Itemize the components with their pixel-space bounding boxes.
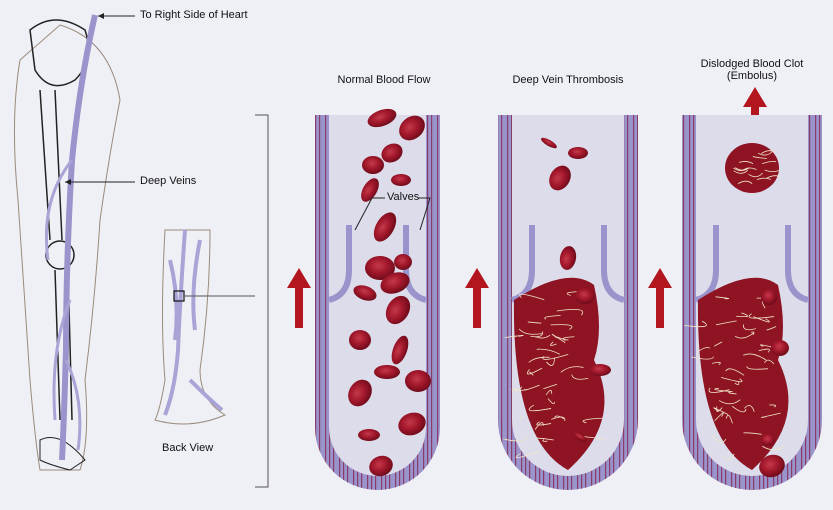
red-blood-cell bbox=[358, 429, 380, 441]
red-blood-cell bbox=[362, 156, 384, 174]
red-blood-cell bbox=[405, 370, 431, 392]
red-blood-cell bbox=[374, 365, 400, 379]
red-blood-cell bbox=[349, 330, 371, 350]
red-blood-cell bbox=[771, 340, 789, 356]
panel-title-embolus: Dislodged Blood Clot (Embolus) bbox=[701, 58, 804, 82]
panel-title-dvt: Deep Vein Thrombosis bbox=[512, 74, 623, 86]
embolus-title-line1: Dislodged Blood Clot bbox=[701, 58, 804, 70]
back-view-label: Back View bbox=[162, 442, 213, 454]
leg-front-illustration bbox=[14, 15, 120, 470]
deep-veins-label: Deep Veins bbox=[140, 175, 196, 187]
red-blood-cell bbox=[761, 434, 775, 446]
embolus-title-line2: (Embolus) bbox=[701, 70, 804, 82]
red-blood-cell bbox=[589, 364, 611, 376]
up-arrow-icon bbox=[465, 268, 489, 328]
blood-clot bbox=[503, 278, 605, 470]
heart-label: To Right Side of Heart bbox=[140, 9, 248, 21]
red-blood-cell bbox=[391, 174, 411, 186]
zoom-bracket bbox=[255, 115, 268, 487]
panel-title-normal: Normal Blood Flow bbox=[338, 74, 431, 86]
red-blood-cell bbox=[568, 147, 588, 159]
red-blood-cell bbox=[394, 254, 412, 270]
up-arrow-icon bbox=[287, 268, 311, 328]
up-arrow-icon bbox=[648, 268, 672, 328]
red-blood-cell bbox=[575, 288, 595, 304]
red-blood-cell bbox=[761, 289, 777, 305]
valves-label: Valves bbox=[387, 191, 419, 203]
leg-back-illustration bbox=[155, 230, 255, 424]
